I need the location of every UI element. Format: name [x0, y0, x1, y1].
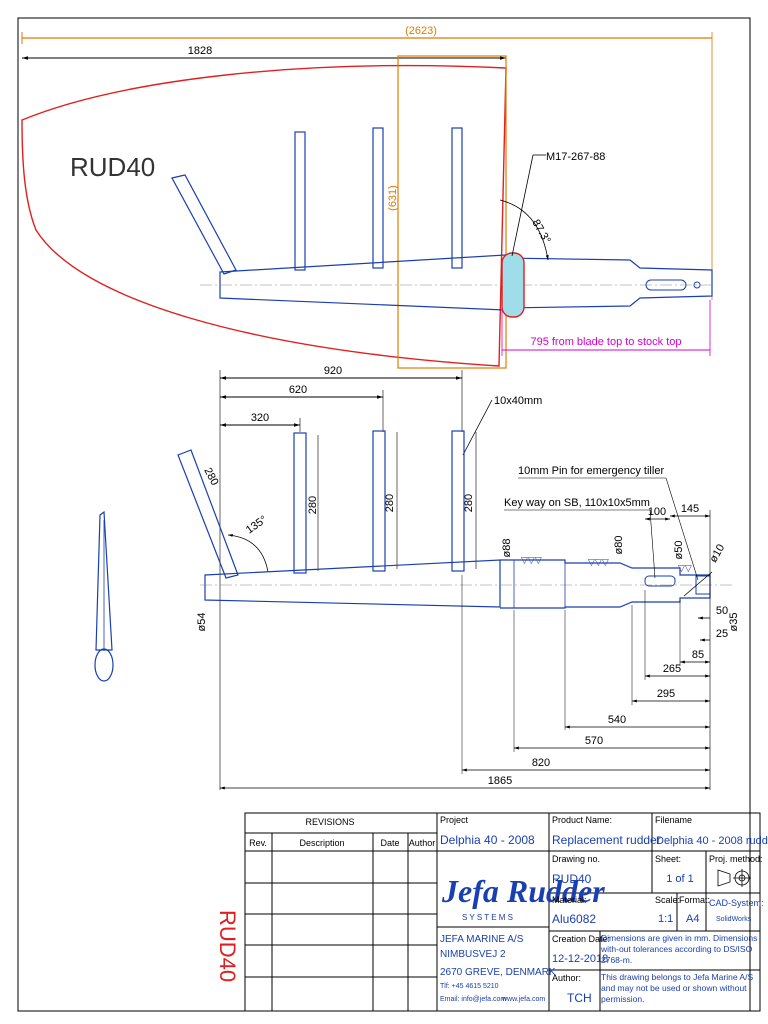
dia-35: ø35 — [728, 613, 740, 632]
dim-820: 820 — [532, 757, 550, 769]
project-value: Delphia 40 - 2008 — [440, 833, 535, 847]
col-date: Date — [380, 838, 399, 848]
ownership-note: This drawing belongs to Jefa Marine A/S … — [601, 972, 754, 1004]
format-value: A4 — [686, 913, 699, 925]
company-city: 2670 GREVE, DENMARK — [440, 967, 556, 978]
company-logo-sub: S Y S T E M S — [462, 913, 513, 922]
proj-method-label: Proj. method: — [709, 854, 763, 864]
dim-85: 85 — [692, 649, 704, 661]
overall-length-label: (2623) — [405, 25, 437, 37]
dim-920: 920 — [324, 365, 342, 377]
project-label: Project — [440, 815, 469, 825]
company-web: www.jefa.com — [501, 996, 545, 1003]
top-rib-2 — [372, 127, 384, 269]
cad-label: CAD-System: — [709, 898, 764, 908]
scale-value: 1:1 — [658, 913, 673, 925]
front-view — [94, 510, 114, 682]
dim-1865: 1865 — [488, 775, 512, 787]
dimensions-note: Dimensions are given in mm. Dimensions w… — [601, 933, 758, 965]
side-rib-2 — [372, 430, 386, 572]
top-slant-rib — [171, 174, 237, 275]
dim-265: 265 — [663, 663, 681, 675]
top-view: (2623) 1828 (631) RUD40 M17-267-88 87.3° — [21, 25, 713, 369]
filename-value: Delphia 40 - 2008 rudder — [656, 835, 768, 847]
sheet-value: 1 of 1 — [666, 873, 694, 885]
blade-to-stock-label: 795 from blade top to stock top — [530, 336, 681, 348]
side-shaft — [204, 559, 501, 608]
keyway-note: Key way on SB, 110x10x5mm — [504, 497, 650, 509]
scale-label: Scale: — [655, 895, 680, 905]
dia-80: ø80 — [613, 536, 625, 555]
dim-620: 620 — [289, 384, 307, 396]
pin-note: 10mm Pin for emergency tiller — [518, 465, 664, 477]
bearing-ref-label: M17-267-88 — [546, 151, 605, 163]
product-value: Replacement rudder — [552, 833, 661, 847]
rib-height-2: 280 — [384, 494, 396, 512]
col-author: Author — [409, 838, 436, 848]
rib-size-label: 10x40mm — [494, 395, 542, 407]
dim-145: 145 — [681, 503, 699, 515]
author-label: Author: — [552, 973, 581, 983]
dim-25: 25 — [716, 628, 728, 640]
side-rib-3 — [451, 430, 465, 572]
projection-method-icon — [717, 869, 751, 887]
rib-height-1: 280 — [307, 496, 319, 514]
blade-depth-label: (631) — [387, 185, 399, 211]
blade-outline — [21, 64, 507, 367]
product-label: Product Name: — [552, 815, 612, 825]
company-logo: Jefa Rudder — [441, 873, 605, 909]
side-slant-rib — [177, 449, 239, 579]
revisions-header: REVISIONS — [305, 817, 354, 827]
creation-value: 12-12-2018 — [552, 953, 608, 965]
dia-54: ø54 — [196, 613, 208, 632]
creation-label: Creation Date: — [552, 934, 610, 944]
dim-100: 100 — [648, 506, 666, 518]
side-rib-1 — [293, 432, 307, 574]
drawing-no-label: Drawing no. — [552, 854, 600, 864]
top-stock — [504, 257, 713, 309]
top-rib-3 — [451, 127, 463, 269]
dia-50: ø50 — [673, 541, 685, 560]
material-value: Alu6082 — [552, 912, 596, 926]
ownership-note-box: This drawing belongs to Jefa Marine A/S … — [601, 972, 754, 1004]
surface-mark-3: ▽▽ — [678, 563, 692, 573]
part-label-vertical: RUD40 — [215, 910, 240, 982]
company-email: Email: info@jefa.com — [440, 996, 506, 1003]
drawing-no-value: RUD40 — [552, 872, 592, 886]
dimensions-note-box: Dimensions are given in mm. Dimensions w… — [601, 933, 758, 965]
col-description: Description — [299, 838, 344, 848]
blade-length-label: 1828 — [188, 45, 212, 57]
part-label-top: RUD40 — [70, 152, 155, 182]
company-name: JEFA MARINE A/S — [440, 934, 524, 945]
dim-320: 320 — [251, 412, 269, 424]
dim-540: 540 — [608, 714, 626, 726]
format-label: Format: — [679, 895, 710, 905]
dim-50: 50 — [716, 605, 728, 617]
material-label: Material: — [552, 895, 587, 905]
blade-depth-box — [397, 55, 507, 369]
surface-mark-1: ▽▽▽ — [521, 555, 542, 565]
col-rev: Rev. — [249, 838, 267, 848]
company-street: NIMBUSVEJ 2 — [440, 949, 506, 960]
dia-88: ø88 — [501, 539, 513, 558]
surface-mark-2: ▽▽▽ — [588, 557, 609, 567]
side-view: 920 620 320 10x40mm 280 280 280 280 135° — [177, 365, 740, 790]
author-value: TCH — [567, 991, 592, 1005]
filename-label: Filename — [655, 815, 692, 825]
rib-height-3: 280 — [463, 494, 475, 512]
company-phone: Tlf: +45 4615 5210 — [440, 983, 499, 990]
dim-295: 295 — [657, 688, 675, 700]
top-rib-1 — [294, 131, 306, 271]
cad-value: SolidWorks — [716, 916, 752, 923]
dim-570: 570 — [585, 735, 603, 747]
sheet-label: Sheet: — [655, 854, 681, 864]
